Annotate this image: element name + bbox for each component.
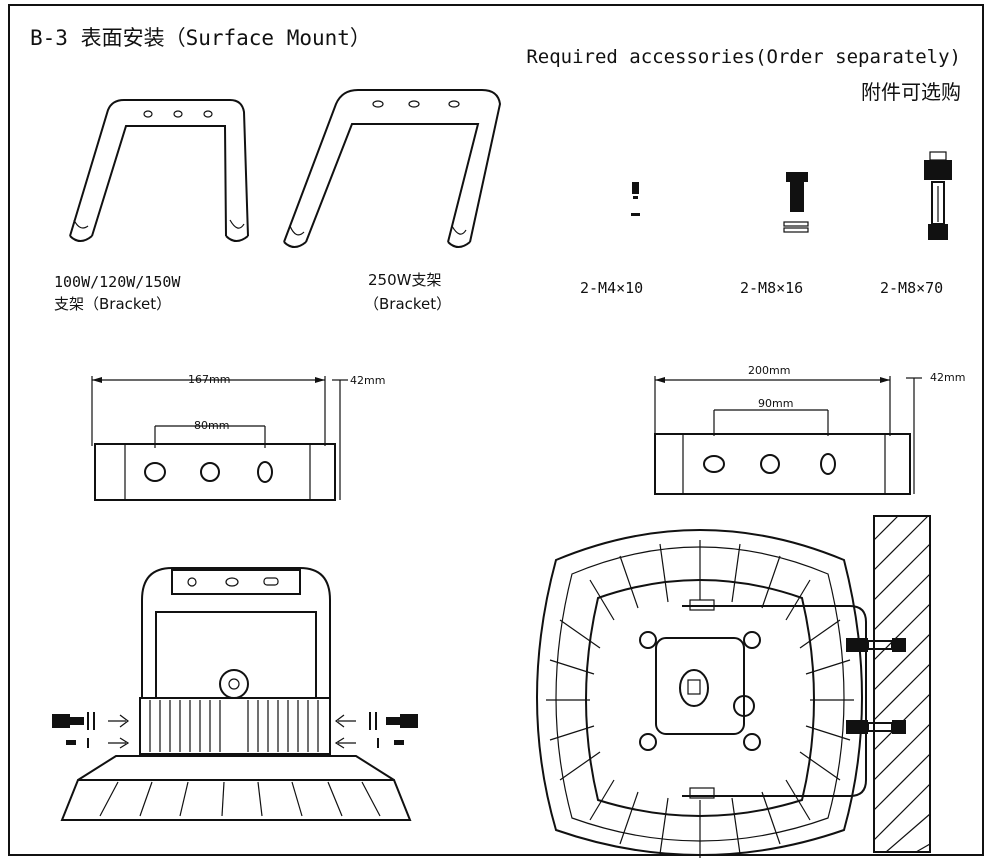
bracket-small-dimension-drawing (91, 376, 348, 501)
bracket-small-caption-line2: 支架（Bracket） (54, 295, 172, 313)
dim-right-hole-spacing: 90mm (758, 397, 794, 410)
screw-m8x16-drawing (783, 172, 809, 233)
dim-right-width: 200mm (748, 364, 791, 377)
dim-left-hole-spacing: 80mm (194, 419, 230, 432)
bracket-large-caption-line2: （Bracket） (364, 295, 452, 313)
bracket-small-drawing (69, 99, 249, 242)
dim-left-width: 167mm (188, 373, 231, 386)
screw-m4x10-drawing (631, 182, 640, 216)
bracket-small-caption-line1: 100W/120W/150W (54, 273, 181, 291)
screw-m4x10-label: 2-M4×10 (580, 279, 644, 297)
accessories-heading-cn: 附件可选购 (861, 80, 961, 104)
screw-m8x70-label: 2-M8×70 (880, 279, 944, 297)
bracket-large-caption-line1: 250W支架 (368, 271, 442, 289)
bracket-large-dimension-drawing (654, 376, 922, 495)
dim-left-height: 42mm (350, 374, 386, 387)
lamp-top-view-drawing (536, 515, 931, 858)
lamp-side-view-drawing (52, 567, 418, 821)
accessories-heading: Required accessories(Order separately) (526, 46, 961, 68)
diagram-title: B-3 表面安装（Surface Mount） (30, 26, 371, 50)
bracket-large-drawing (283, 89, 502, 248)
diagram-frame (8, 4, 984, 856)
dim-right-height: 42mm (930, 371, 966, 384)
screw-m8x70-drawing (924, 151, 952, 240)
screw-m8x16-label: 2-M8×16 (740, 279, 804, 297)
